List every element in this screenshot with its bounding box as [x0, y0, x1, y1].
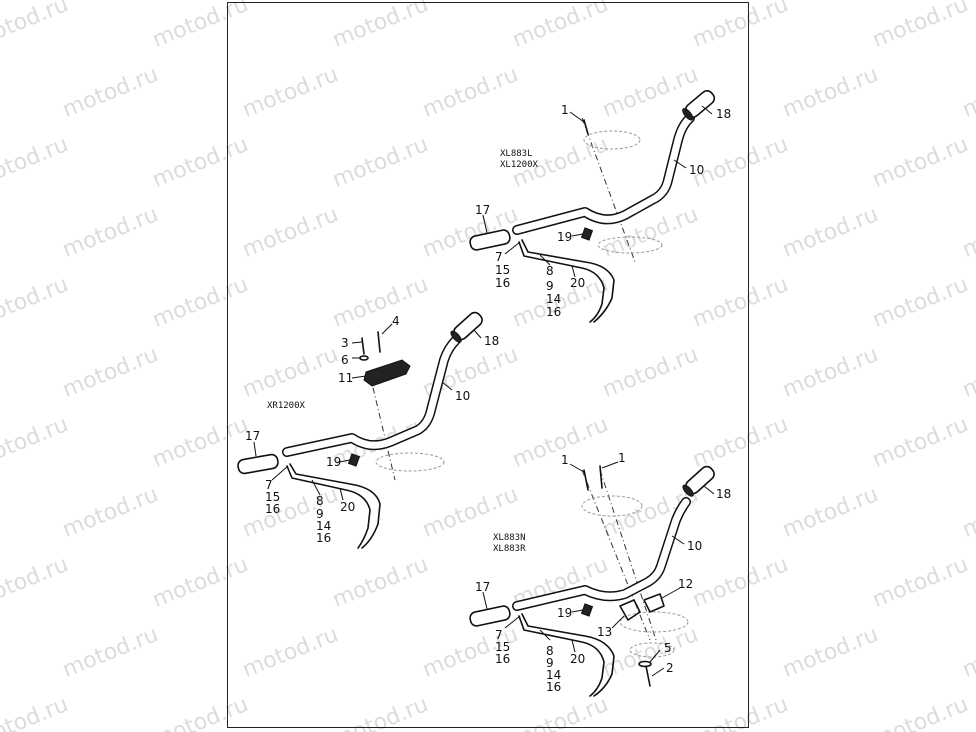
centerline	[581, 117, 636, 263]
assembly-top: XL883L XL1200X 1 18 10 17 19 7 15 16 8 9…	[469, 90, 731, 323]
screw-1-bottom-a	[583, 469, 589, 491]
callout-15: 15	[265, 490, 280, 504]
screw-3	[361, 337, 365, 355]
callout-7: 7	[265, 478, 273, 492]
callout-16: 16	[495, 276, 510, 290]
plug-19-bottom	[580, 603, 594, 617]
bolt-2	[645, 665, 651, 687]
cable-bracket-20-bottom-b	[518, 615, 605, 697]
callout-10: 10	[687, 539, 702, 553]
callout-16: 16	[265, 502, 280, 516]
callout-1: 1	[561, 103, 569, 117]
callout-19: 19	[557, 606, 572, 620]
callout-8: 8	[546, 264, 554, 278]
grip-right-middle	[450, 311, 483, 343]
callout-17: 17	[475, 580, 490, 594]
callout-18: 18	[716, 487, 731, 501]
grip-right-top	[682, 90, 716, 121]
clamp-ghost	[375, 452, 445, 472]
assembly-bottom: XL883N XL883R 1 1 18 10 17 19 12 13 7 15…	[469, 451, 731, 697]
callout-16: 16	[495, 652, 510, 666]
callout-9: 9	[546, 656, 554, 670]
callout-13: 13	[597, 625, 612, 639]
cable-bracket-20-top	[521, 239, 615, 323]
model-label: XL883L	[500, 149, 533, 159]
clamp-ghost	[597, 236, 663, 254]
cable-bracket-20-bottom	[521, 613, 615, 697]
callout-16: 16	[316, 531, 331, 545]
plug-19-top	[580, 227, 594, 241]
callout-8: 8	[316, 494, 324, 508]
washer-5	[638, 660, 652, 668]
callout-20: 20	[340, 500, 355, 514]
callout-11: 11	[338, 371, 353, 385]
callout-1: 1	[561, 453, 569, 467]
riser-ghost	[583, 130, 641, 150]
callout-18: 18	[716, 107, 731, 121]
clamp-13	[619, 599, 641, 621]
callout-15: 15	[495, 263, 510, 277]
grip-left-bottom	[469, 605, 511, 627]
callout-19: 19	[326, 455, 341, 469]
riser-ghost	[581, 495, 643, 517]
callout-3: 3	[341, 336, 349, 350]
plug-19-middle	[347, 453, 361, 467]
centerline	[599, 469, 657, 641]
grip-right-bottom	[682, 465, 715, 497]
screw-4	[377, 331, 381, 353]
callout-17: 17	[475, 203, 490, 217]
model-label: XL1200X	[500, 160, 539, 170]
callout-16: 16	[546, 680, 561, 694]
model-label: XL883R	[493, 544, 526, 554]
callout-20: 20	[570, 652, 585, 666]
handlebar-middle	[282, 335, 461, 457]
centerline	[581, 469, 651, 641]
callout-10: 10	[689, 163, 704, 177]
callout-14: 14	[546, 668, 561, 682]
assembly-middle: XR1200X 3 4 6 11 18 10 17 19 7 15 16 8 9…	[237, 311, 499, 549]
handlebar-middle-inner	[283, 336, 460, 456]
model-label: XL883N	[493, 533, 526, 543]
cable-bracket-20-top-b	[518, 241, 605, 323]
callout-1: 1	[618, 451, 626, 465]
grip-left-top	[469, 229, 511, 251]
callout-2: 2	[666, 661, 674, 675]
callout-15: 15	[495, 640, 510, 654]
callout-7: 7	[495, 628, 503, 642]
handlebar-bottom-inner	[513, 498, 690, 610]
callout-19: 19	[557, 230, 572, 244]
callout-20: 20	[570, 276, 585, 290]
screw-1-bottom-b	[599, 465, 603, 489]
callout-14: 14	[316, 519, 331, 533]
callout-12: 12	[678, 577, 693, 591]
cable-bracket-20-middle-b	[286, 465, 371, 549]
callout-18: 18	[484, 334, 499, 348]
callout-6: 6	[341, 353, 349, 367]
handlebar-top	[512, 113, 695, 235]
cable-bracket-20-middle	[289, 463, 381, 549]
callout-8: 8	[546, 644, 554, 658]
screw-1-top	[583, 119, 589, 135]
callout-7: 7	[495, 250, 503, 264]
callout-17: 17	[245, 429, 260, 443]
callout-5: 5	[664, 641, 672, 655]
clamp-12	[643, 593, 665, 613]
centerline	[369, 374, 396, 481]
callout-9: 9	[316, 507, 324, 521]
riser-11	[363, 359, 411, 387]
callout-9: 9	[546, 279, 554, 293]
callout-10: 10	[455, 389, 470, 403]
model-label: XR1200X	[267, 401, 306, 411]
handlebar-top-inner	[513, 114, 694, 234]
clamp-ghost	[629, 642, 675, 658]
washer-6	[359, 355, 369, 361]
grip-left-middle	[237, 453, 279, 475]
callout-14: 14	[546, 292, 561, 306]
handlebar-bottom	[512, 497, 691, 611]
clamp-ghost	[619, 611, 689, 633]
callout-4: 4	[392, 314, 400, 328]
diagram-frame	[227, 2, 749, 728]
callout-16: 16	[546, 305, 561, 319]
